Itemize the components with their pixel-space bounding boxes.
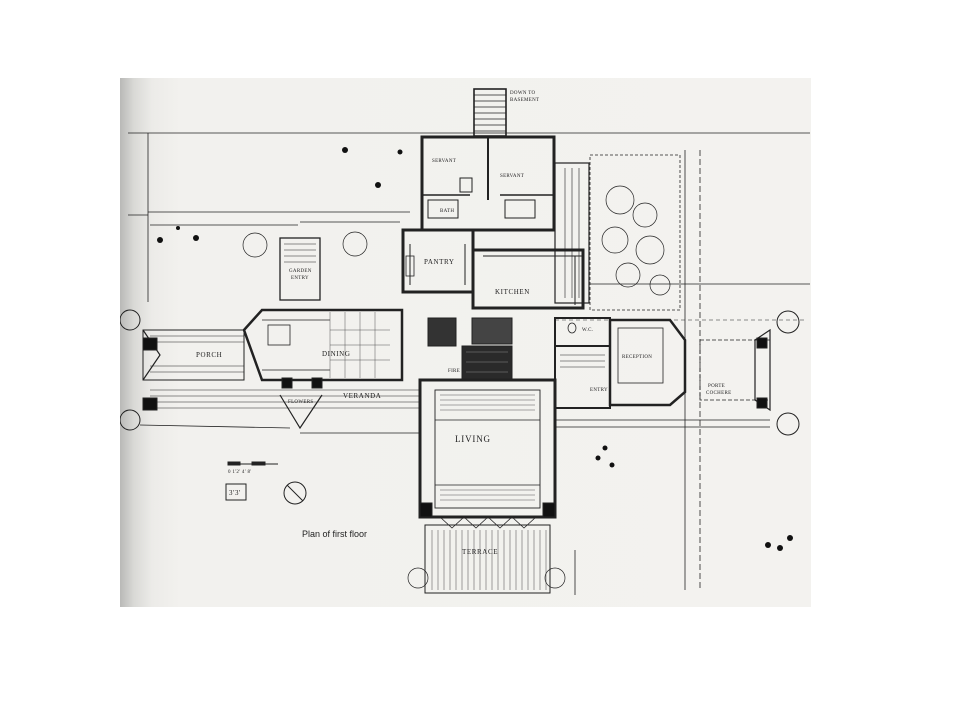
label-garden-entry: ENTRY [291,276,309,281]
label-flowers: FLOWERS [288,400,313,405]
compass-icon [283,481,307,505]
kitchen-room [471,248,585,310]
dining-room [242,308,404,382]
garden-area [589,154,681,311]
label-basement: BASEMENT [510,98,539,103]
scale-text: 0 1'2' 4' 8' [228,470,251,475]
label-down-to: DOWN TO [510,91,535,96]
reception-room [608,318,687,407]
plan-caption: Plan of first floor [302,529,367,539]
garden-entry [279,237,321,301]
label-dining: DINING [322,350,350,358]
module-label: 3'3' [229,489,241,497]
label-fire: FIRE [448,369,460,374]
module-box [225,483,247,501]
label-entry: ENTRY [590,388,608,393]
label-cochere: COCHERE [706,391,731,396]
terrace [424,524,551,594]
basement-stair [473,88,507,137]
label-garden: GARDEN [289,269,312,274]
label-servant-left: SERVANT [432,159,456,164]
label-pantry: PANTRY [424,258,455,266]
label-porch: PORCH [196,351,222,359]
label-porte: PORTE [708,384,725,389]
floor-plan-sheet: DOWN TO BASEMENT SERVANT SERVANT BATH PA… [120,78,811,607]
living-room [418,378,557,519]
garden-trees [242,185,671,589]
floor-plan-drawing: DOWN TO BASEMENT SERVANT SERVANT BATH PA… [120,88,810,595]
entry-hall [554,345,611,409]
label-veranda: VERANDA [343,392,381,400]
label-living: LIVING [455,434,491,444]
label-reception: RECEPTION [622,355,652,360]
label-wc: W.C. [582,328,593,333]
label-terrace: TERRACE [462,548,498,556]
label-bath: BATH [440,209,454,214]
label-servant-right: SERVANT [500,174,524,179]
label-kitchen: KITCHEN [495,288,530,296]
